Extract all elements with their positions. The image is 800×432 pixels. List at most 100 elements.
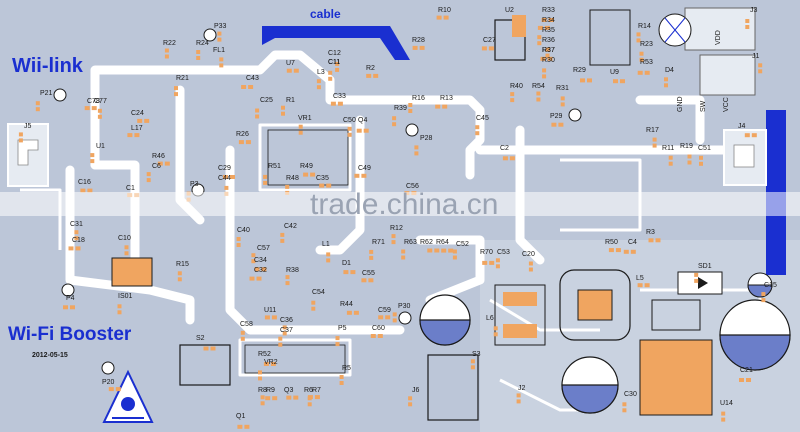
smd-pad: [622, 408, 627, 413]
designator-r8: R8: [258, 387, 267, 394]
smd-pad: [347, 126, 352, 131]
smd-pad: [636, 32, 641, 37]
smd-pad: [97, 108, 102, 113]
designator-c49: C49: [358, 165, 371, 172]
smd-pad: [655, 238, 661, 243]
smd-pad: [124, 245, 129, 250]
label-vcc: VCC: [723, 97, 730, 112]
designator-u11: U11: [264, 307, 276, 314]
designator-q1: Q1: [236, 413, 245, 420]
smd-pad: [146, 172, 151, 177]
designator-p20: P20: [102, 379, 115, 386]
smd-pad: [117, 304, 122, 309]
designator-u14: U14: [720, 400, 733, 407]
designator-r71: R71: [372, 239, 385, 246]
ic-u14: [639, 339, 713, 416]
designator-c53: C53: [497, 249, 510, 256]
smd-pad: [392, 312, 397, 317]
designator-r38: R38: [286, 267, 299, 274]
ic-s2: [179, 344, 231, 386]
designator-r15: R15: [176, 261, 189, 268]
smd-pad: [510, 98, 515, 103]
designator-r6: R6: [304, 387, 313, 394]
smd-pad: [761, 298, 766, 303]
smd-pad: [694, 272, 699, 277]
l5-core: [577, 289, 613, 321]
smd-pad: [536, 91, 541, 96]
smd-pad: [238, 140, 244, 145]
smd-pad: [255, 114, 260, 119]
smd-pad: [174, 86, 178, 91]
smd-pad: [392, 318, 397, 323]
smd-pad: [613, 79, 618, 84]
smd-pad: [368, 278, 374, 283]
smd-pad: [244, 424, 250, 429]
smd-pad: [542, 68, 547, 73]
smd-pad: [414, 151, 419, 156]
designator-c25: C25: [260, 97, 273, 104]
smd-pad: [751, 133, 757, 138]
designator-r50: R50: [605, 239, 618, 246]
designator-r44: R44: [340, 301, 353, 308]
smd-pad: [427, 248, 433, 253]
designator-r24: R24: [196, 40, 209, 47]
smd-pad: [699, 161, 703, 166]
smd-pad: [392, 122, 397, 127]
smd-pad: [442, 104, 448, 109]
designator-c54: C54: [312, 289, 325, 296]
smd-pad: [281, 111, 285, 116]
cable-label: cable: [310, 7, 341, 21]
smd-pad: [363, 128, 369, 133]
designator-p3: P3: [190, 181, 199, 188]
designator-j2: J2: [518, 385, 526, 392]
designator-r48: R48: [286, 175, 299, 182]
designator-c57: C57: [257, 245, 270, 252]
smd-pad: [293, 68, 299, 73]
smd-pad: [260, 401, 265, 406]
l6-pad-top: [503, 292, 537, 306]
smd-pad: [18, 138, 23, 143]
label-gnd: GND: [677, 96, 684, 112]
designator-c36: C36: [280, 317, 293, 324]
designator-r17: R17: [646, 127, 659, 134]
designator-r13: R13: [440, 95, 453, 102]
smd-pad: [587, 78, 592, 83]
smd-pad: [435, 104, 441, 109]
smd-pad: [90, 159, 95, 164]
smd-pad: [361, 173, 367, 178]
smd-pad: [761, 292, 766, 297]
smd-pad: [475, 125, 480, 130]
designator-c16: C16: [78, 179, 91, 186]
smd-pad: [385, 315, 391, 320]
smd-pad: [356, 128, 362, 133]
designator-r33: R33: [542, 7, 555, 14]
ic-s3: [427, 354, 479, 421]
designator-c78: C78: [87, 98, 100, 105]
smd-pad: [528, 261, 533, 266]
designator-r62: R62: [420, 239, 433, 246]
smd-pad: [258, 376, 262, 381]
designator-p4: P4: [66, 295, 75, 302]
smd-pad: [558, 122, 564, 127]
designator-c40: C40: [237, 227, 250, 234]
smd-pad: [744, 133, 750, 138]
designator-c30: C30: [624, 391, 637, 398]
smd-pad: [97, 114, 102, 119]
designator-r10: R10: [438, 7, 451, 14]
vr1-outline: [267, 129, 349, 186]
connector-j1: [699, 54, 756, 96]
smd-pad: [434, 248, 440, 253]
smd-pad: [255, 108, 260, 113]
vr2-outline: [244, 344, 346, 374]
smd-pad: [271, 315, 277, 320]
smd-pad: [347, 132, 352, 137]
smd-pad: [196, 50, 201, 54]
designator-r12: R12: [390, 225, 403, 232]
smd-pad: [664, 83, 668, 88]
designator-r5: R5: [342, 365, 351, 372]
smd-pad: [475, 131, 480, 136]
smd-pad: [540, 56, 546, 61]
smd-pad: [286, 68, 292, 73]
designator-r11: R11: [662, 145, 674, 152]
smd-pad: [146, 178, 151, 183]
